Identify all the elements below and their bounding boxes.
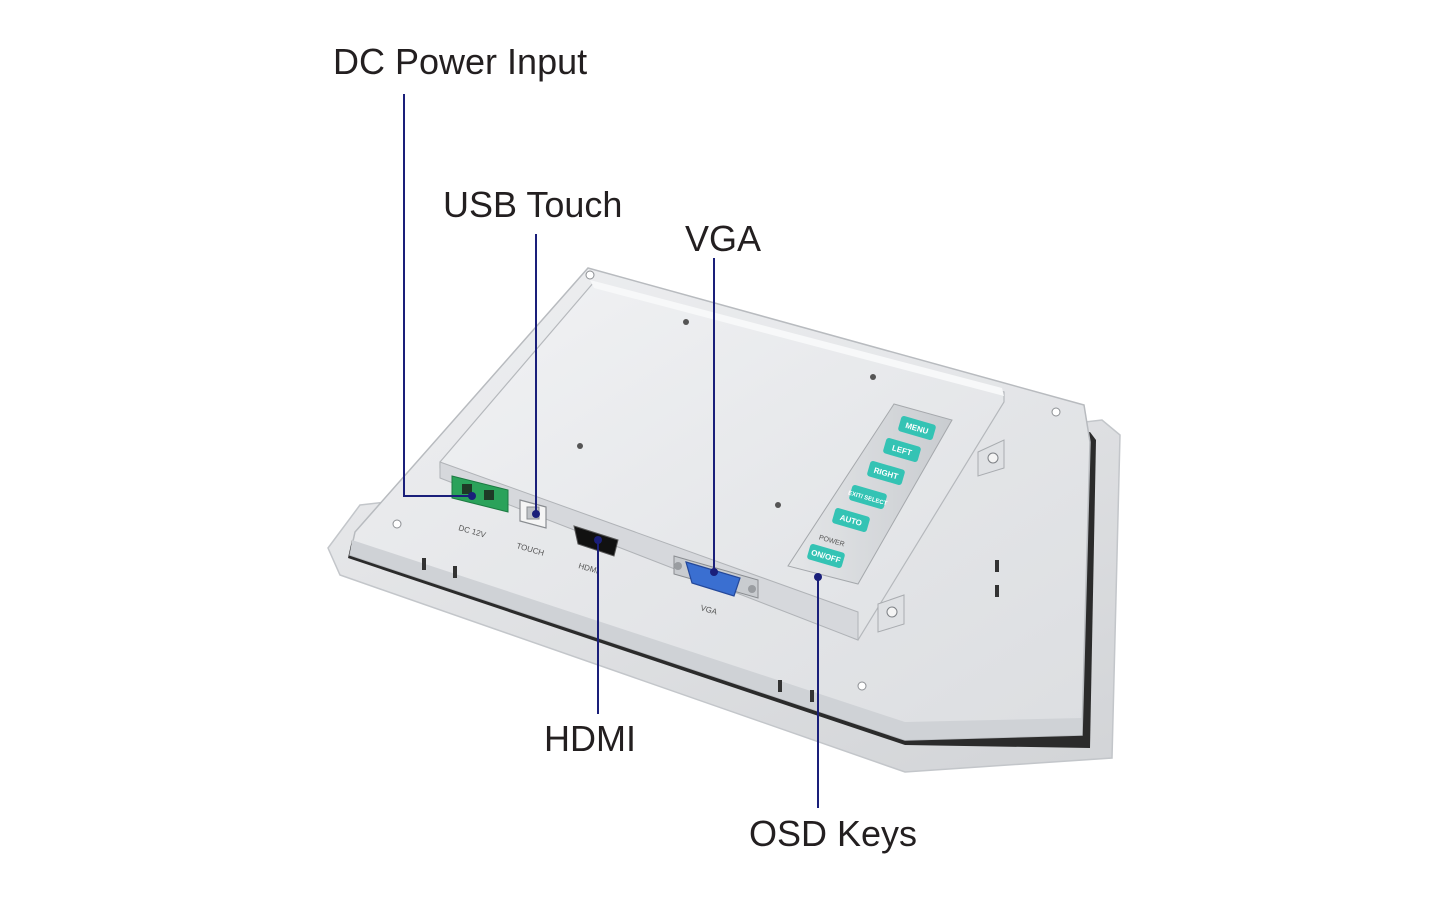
leader-dc-power [403, 94, 472, 497]
osd-key-onoff[interactable]: ON/OFF [806, 543, 845, 568]
leader-dot [814, 573, 822, 581]
mounting-bracket [877, 594, 905, 633]
callout-labels: DC Power Input USB Touch VGA HDMI OSD Ke… [333, 41, 917, 854]
label-hdmi: HDMI [544, 718, 636, 759]
label-vga: VGA [685, 218, 761, 259]
leader-dot [594, 536, 602, 544]
leader-lines [403, 94, 822, 808]
label-osd-keys: OSD Keys [749, 813, 917, 854]
label-usb-touch: USB Touch [443, 184, 622, 225]
label-dc-power-input: DC Power Input [333, 41, 587, 82]
osd-key-left[interactable]: LEFT [882, 437, 921, 462]
mounting-bracket [977, 439, 1005, 477]
osd-keypad: MENU LEFT RIGHT EXIT/ SELECT AUTO [787, 403, 953, 585]
osd-key-auto[interactable]: AUTO [831, 507, 870, 532]
vga-port: VGA [673, 555, 759, 617]
leader-dot [468, 492, 476, 500]
leader-dot [710, 568, 718, 576]
osd-key-menu[interactable]: MENU [897, 415, 936, 440]
leader-dot [532, 510, 540, 518]
osd-key-right[interactable]: RIGHT [866, 460, 905, 485]
